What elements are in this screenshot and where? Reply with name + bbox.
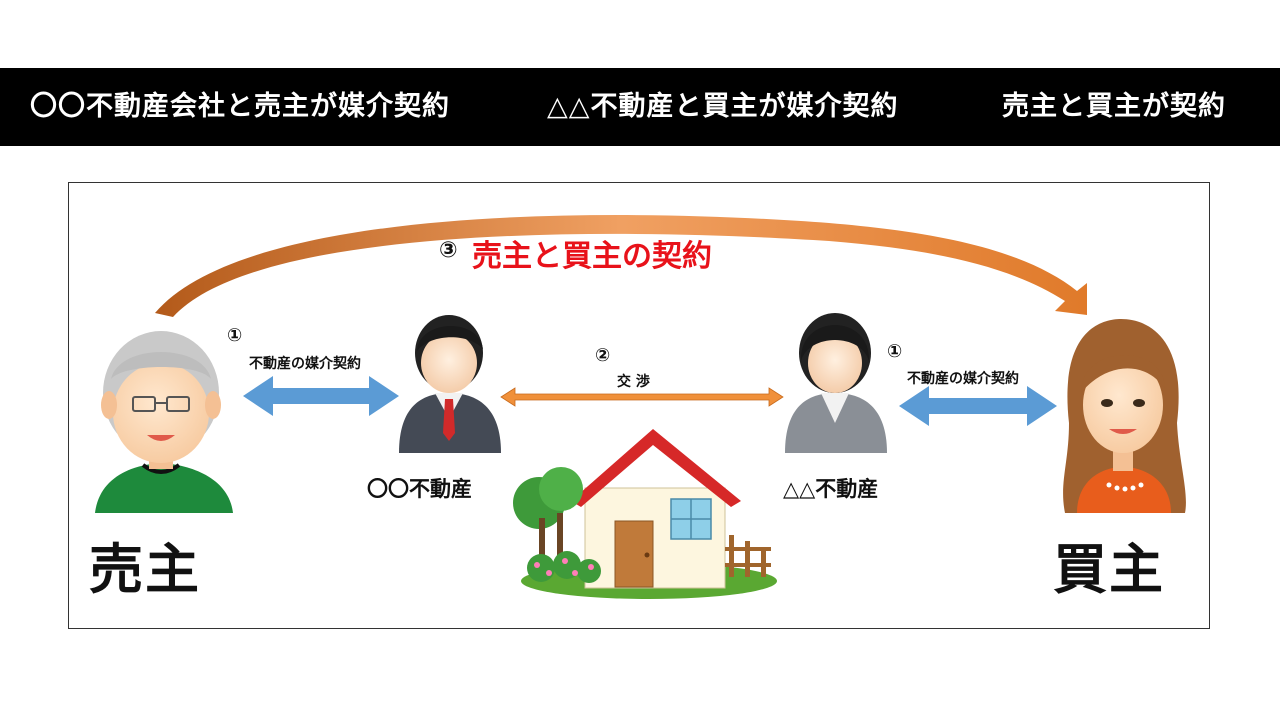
house-illustration [513,429,777,599]
right-link-label: 不動産の媒介契約 [907,371,1019,387]
left-link-number: ① [227,325,243,346]
left-agent-label: 〇〇不動産 [367,477,472,501]
diagram-svg [95,215,1186,599]
seller-label: 売主 [89,538,201,601]
right-link-number: ① [887,341,903,362]
left-link-label: 不動産の媒介契約 [249,356,361,372]
diagram-frame: ③ 売主と買主の契約 ① 不動産の媒介契約 ② 交 渉 ① 不動産の媒介契約 〇… [68,182,1210,629]
contract-arc-arrow [155,215,1087,317]
middle-link-number: ② [595,345,611,366]
middle-link-label: 交 渉 [617,374,650,390]
buyer-label: 買主 [1053,538,1165,601]
contract-label: 売主と買主の契約 [472,239,712,274]
header-banner: 〇〇不動産会社と売主が媒介契約 △△不動産と買主が媒介契約 売主と買主が契約 [0,68,1280,146]
left-mediation-arrow [243,376,399,416]
header-item-seller-mediation: 〇〇不動産会社と売主が媒介契約 [30,91,450,122]
header-item-buyer-mediation: △△不動産と買主が媒介契約 [547,91,899,122]
seller-illustration [95,331,233,513]
contract-number: ③ [439,238,458,263]
right-agent-label: △△不動産 [783,477,879,501]
header-item-contract: 売主と買主が契約 [1002,91,1226,122]
buyer-illustration [1063,319,1186,513]
right-mediation-arrow [899,386,1057,426]
left-agent-illustration [399,315,501,453]
negotiation-arrow [500,387,784,407]
right-agent-illustration [785,313,887,453]
